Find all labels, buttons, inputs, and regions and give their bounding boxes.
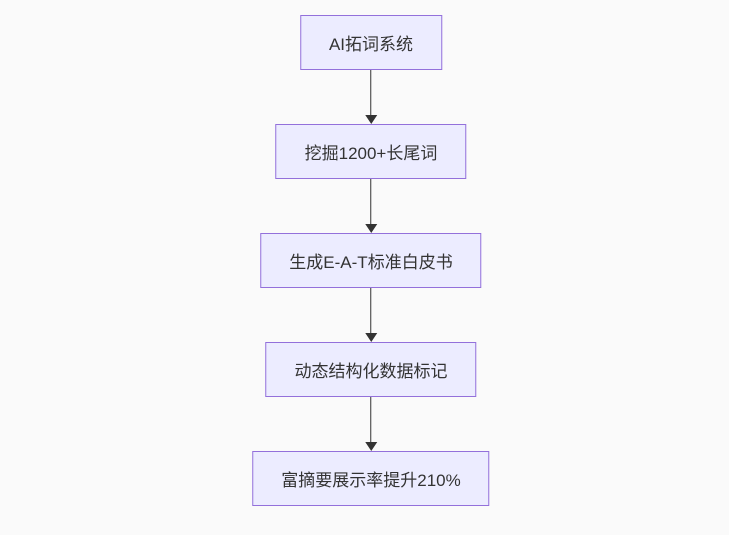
flow-node-eat-whitepaper: 生成E-A-T标准白皮书 — [260, 233, 482, 288]
arrow-head-icon — [364, 115, 377, 124]
arrow-down-icon — [364, 397, 378, 451]
arrow-down-icon — [364, 70, 378, 124]
arrow-line — [370, 288, 372, 333]
arrow-head-icon — [364, 224, 377, 233]
arrow-line — [370, 179, 372, 224]
flow-node-longtail-mining: 挖掘1200+长尾词 — [275, 124, 467, 179]
arrow-line — [370, 70, 372, 115]
flow-node-structured-data-markup: 动态结构化数据标记 — [265, 342, 477, 397]
arrow-down-icon — [364, 288, 378, 342]
arrow-line — [370, 397, 372, 442]
arrow-down-icon — [364, 179, 378, 233]
flow-node-rich-snippet-rate: 富摘要展示率提升210% — [252, 451, 490, 506]
flow-node-ai-keyword-system: AI拓词系统 — [299, 15, 443, 70]
arrow-head-icon — [364, 333, 377, 342]
arrow-head-icon — [364, 442, 377, 451]
flowchart: AI拓词系统 挖掘1200+长尾词 生成E-A-T标准白皮书 动态结构化数据标记… — [252, 15, 490, 506]
